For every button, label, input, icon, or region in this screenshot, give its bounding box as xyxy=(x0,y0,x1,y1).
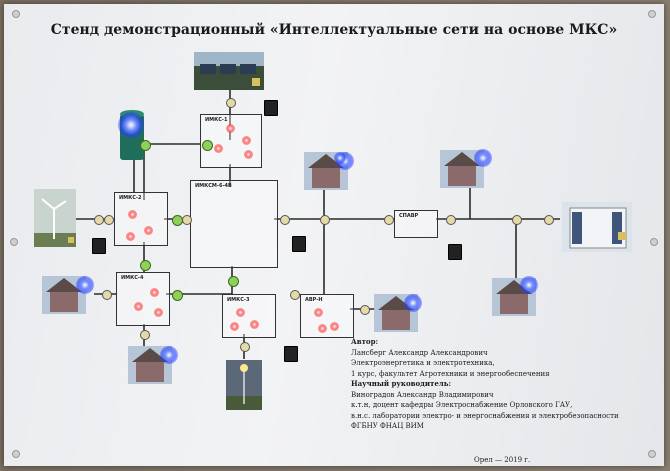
avr-label: АВР-Н xyxy=(305,297,323,303)
screw xyxy=(648,10,656,18)
advisor-line: к.т.н, доцент кафедры Электроснабжение О… xyxy=(351,401,573,409)
house-photo xyxy=(128,346,172,384)
blue-indicator-led xyxy=(520,276,538,294)
junction-node xyxy=(226,98,236,108)
red-indicator-led xyxy=(214,144,223,153)
red-indicator-led xyxy=(126,232,135,241)
blue-indicator-led xyxy=(76,276,94,294)
toggle-switch[interactable] xyxy=(292,236,306,252)
red-indicator-led xyxy=(144,226,153,235)
junction-node xyxy=(290,290,300,300)
junction-node xyxy=(172,290,183,301)
red-indicator-led xyxy=(134,302,143,311)
author-line: 1 курс, факультет Агротехники и энергооб… xyxy=(351,369,550,378)
junction-node xyxy=(320,215,330,225)
author-line: Электроэнергетика и электротехника, xyxy=(351,359,495,367)
red-indicator-led xyxy=(150,288,159,297)
red-indicator-led xyxy=(242,136,251,145)
junction-node xyxy=(140,140,151,151)
imks-main-label: ИМКСМ-6-4В xyxy=(195,183,232,189)
blue-indicator-led xyxy=(118,112,144,138)
imks-3-panel: ИМКС-3 xyxy=(222,294,276,338)
red-indicator-led xyxy=(250,320,259,329)
toggle-switch[interactable] xyxy=(92,238,106,254)
advisor-heading: Научный руководитель: xyxy=(351,379,452,388)
red-indicator-led xyxy=(236,308,245,317)
imks-2-panel: ИМКС-2 xyxy=(114,192,168,246)
wind-turbine-photo xyxy=(34,189,76,247)
screw xyxy=(650,238,658,246)
junction-node xyxy=(280,215,290,225)
junction-node xyxy=(140,260,151,271)
junction-node xyxy=(360,305,370,315)
imks-4-panel: ИМКС-4 xyxy=(116,272,170,326)
author-line: Лансберг Александр Александрович xyxy=(351,348,488,357)
screw xyxy=(12,10,20,18)
transformer-substation-photo xyxy=(562,202,632,252)
screw xyxy=(12,450,20,458)
junction-node xyxy=(140,330,150,340)
demo-stand-board: Стенд демонстрационный «Интеллектуальные… xyxy=(4,4,664,466)
blue-indicator-led xyxy=(404,294,422,312)
spavr-label: СПАВР xyxy=(399,213,419,219)
junction-node xyxy=(94,215,104,225)
credits-block: Автор: Лансберг Александр Александрович … xyxy=(351,337,661,432)
toggle-switch[interactable] xyxy=(448,244,462,260)
imks-1-label: ИМКС-1 xyxy=(205,117,228,123)
red-indicator-led xyxy=(330,322,339,331)
junction-node xyxy=(228,276,239,287)
toggle-switch[interactable] xyxy=(264,100,278,116)
junction-node xyxy=(446,215,456,225)
screw xyxy=(10,238,18,246)
advisor-line: в.н.с. лаборатории электро- и энергоснаб… xyxy=(351,411,619,420)
red-indicator-led xyxy=(128,210,137,219)
blue-indicator-led xyxy=(334,152,346,164)
junction-node xyxy=(102,290,112,300)
junction-node xyxy=(544,215,554,225)
imks-2-label: ИМКС-2 xyxy=(119,195,142,201)
board-title: Стенд демонстрационный «Интеллектуальные… xyxy=(50,22,618,38)
imks-3-label: ИМКС-3 xyxy=(227,297,250,303)
blue-indicator-led xyxy=(474,149,492,167)
imks-4-label: ИМКС-4 xyxy=(121,275,144,281)
junction-node xyxy=(202,140,213,151)
red-indicator-led xyxy=(244,150,253,159)
footer-city-year: Орел — 2019 г. xyxy=(474,456,531,464)
junction-node xyxy=(512,215,522,225)
toggle-switch[interactable] xyxy=(284,346,298,362)
spavr-panel: СПАВР xyxy=(394,210,438,238)
junction-node xyxy=(240,342,250,352)
red-indicator-led xyxy=(314,308,323,317)
junction-node xyxy=(384,215,394,225)
advisor-line: Виноградов Александр Владимирович xyxy=(351,390,494,399)
advisor-line: ФГБНУ ФНАЦ ВИМ xyxy=(351,422,424,430)
street-light-photo xyxy=(226,360,262,410)
junction-node xyxy=(182,215,192,225)
red-indicator-led xyxy=(318,324,327,333)
junction-node xyxy=(104,215,114,225)
author-heading: Автор: xyxy=(351,337,379,346)
house-photo xyxy=(440,150,484,188)
solar-panel-photo xyxy=(194,52,264,90)
red-indicator-led xyxy=(226,124,235,133)
red-indicator-led xyxy=(154,308,163,317)
avr-panel: АВР-Н xyxy=(300,294,354,338)
red-indicator-led xyxy=(230,322,239,331)
blue-indicator-led xyxy=(160,346,178,364)
imks-main-panel: ИМКСМ-6-4В xyxy=(190,180,278,268)
screw xyxy=(648,450,656,458)
